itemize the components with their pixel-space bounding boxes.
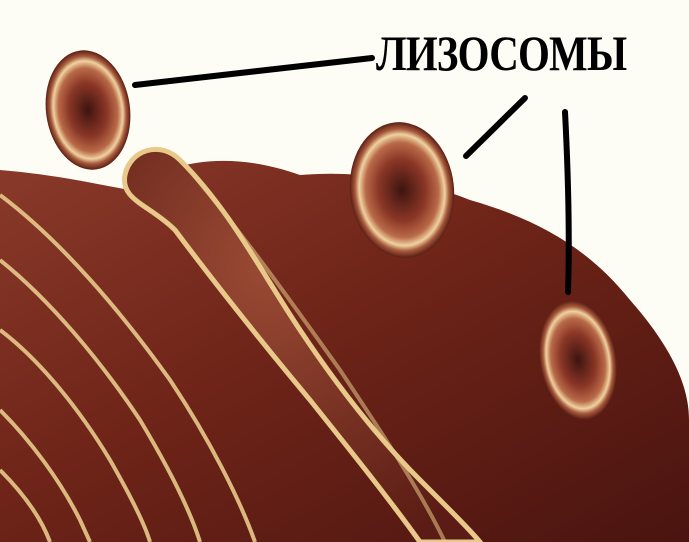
leader-line-1: [135, 58, 372, 85]
leader-line-2: [466, 98, 525, 156]
lysosomes-label: ЛИЗОСОМЫ: [376, 28, 626, 78]
lysosome-1: [38, 45, 138, 176]
